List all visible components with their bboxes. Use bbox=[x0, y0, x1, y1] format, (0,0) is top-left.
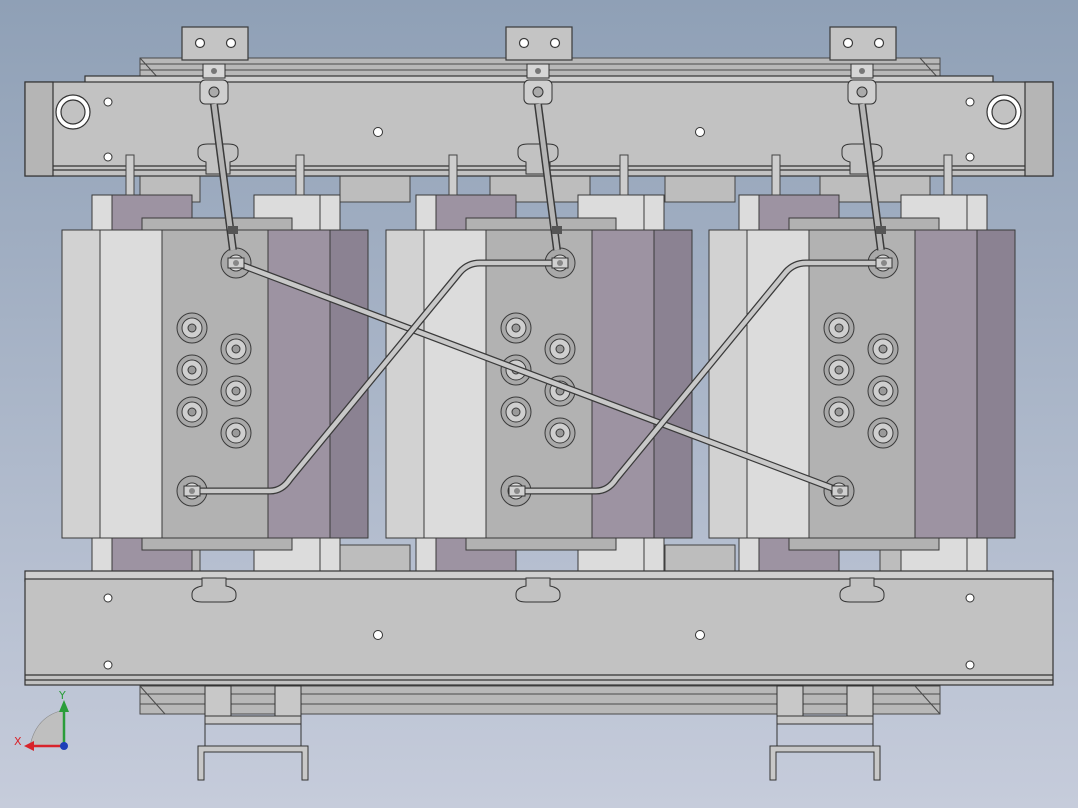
tap-terminal bbox=[220, 333, 252, 365]
bar-lug bbox=[508, 485, 526, 497]
tap-rod bbox=[199, 63, 238, 251]
cross-bar-long bbox=[232, 259, 844, 495]
tap-terminal bbox=[823, 312, 855, 344]
tap-terminal bbox=[176, 396, 208, 428]
triad-y-label: Y bbox=[58, 689, 66, 702]
tap-rods bbox=[199, 63, 886, 251]
tap-rod bbox=[523, 63, 562, 251]
cross-bar-right bbox=[513, 259, 888, 495]
coil-phase-3 bbox=[708, 194, 1016, 572]
lifting-lug bbox=[181, 26, 249, 61]
cross-bar-left bbox=[188, 259, 564, 495]
lifting-lug bbox=[829, 26, 897, 61]
tap-terminal bbox=[823, 396, 855, 428]
tap-terminal bbox=[867, 375, 899, 407]
bar-lug bbox=[875, 257, 893, 269]
top-lifting-lugs bbox=[181, 26, 897, 61]
tap-terminal bbox=[867, 417, 899, 449]
tap-terminal bbox=[500, 396, 532, 428]
tap-terminal bbox=[176, 354, 208, 386]
coil-phase-2 bbox=[385, 194, 693, 572]
coil-phase-1 bbox=[61, 194, 369, 572]
base-leg-right bbox=[769, 685, 881, 781]
base-assembly bbox=[197, 685, 881, 781]
coil-assemblies bbox=[61, 194, 1016, 572]
triad-icon[interactable]: Y X bbox=[14, 689, 69, 751]
tap-terminal bbox=[823, 354, 855, 386]
bar-lug bbox=[227, 257, 245, 269]
tap-terminal bbox=[867, 333, 899, 365]
bar-lug bbox=[831, 485, 849, 497]
tap-terminal bbox=[544, 333, 576, 365]
tap-rod bbox=[847, 63, 886, 251]
tap-terminal bbox=[176, 312, 208, 344]
base-leg-left bbox=[197, 685, 309, 781]
bar-lug bbox=[551, 257, 569, 269]
connection-bars bbox=[183, 257, 893, 497]
lifting-lug bbox=[505, 26, 573, 61]
triad-x-label: X bbox=[14, 735, 22, 748]
tap-terminal bbox=[220, 375, 252, 407]
bar-lug bbox=[183, 485, 201, 497]
tap-terminal bbox=[544, 417, 576, 449]
tap-terminal bbox=[220, 417, 252, 449]
tap-terminal bbox=[500, 312, 532, 344]
clamping-studs bbox=[125, 154, 953, 196]
bottom-clamp-beam bbox=[24, 570, 1054, 686]
